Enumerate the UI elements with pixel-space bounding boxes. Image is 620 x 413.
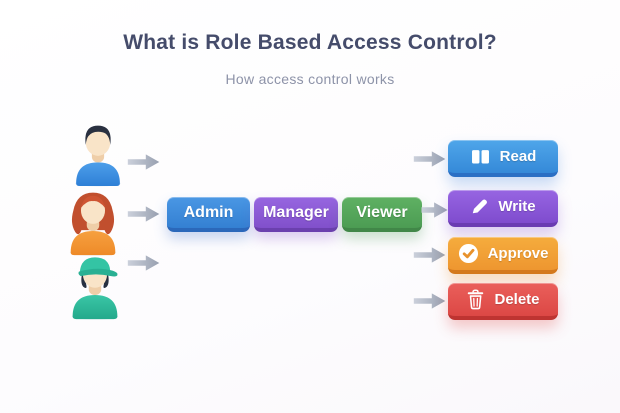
arrow-right-icon: [413, 292, 447, 315]
trash-icon: [466, 289, 485, 310]
role-button-viewer[interactable]: Viewer: [342, 197, 422, 232]
arrow-right-icon: [413, 150, 447, 173]
arrow-right-icon: [127, 254, 161, 277]
page-subtitle: How access control works: [225, 71, 395, 87]
role-button-manager[interactable]: Manager: [254, 197, 338, 232]
avatar-user-blue: [70, 122, 126, 192]
permission-label: Read: [499, 148, 537, 165]
avatar-user-orange: [64, 190, 122, 261]
role-label: Viewer: [356, 203, 408, 221]
role-label: Manager: [263, 203, 329, 221]
permission-button-approve[interactable]: Approve: [448, 237, 558, 274]
permission-label: Write: [498, 198, 536, 215]
arrow-right-icon: [413, 246, 447, 269]
permission-button-read[interactable]: Read: [448, 140, 558, 177]
person-icon: [69, 192, 117, 256]
arrow-right-icon: [127, 153, 161, 176]
pencil-icon: [470, 197, 489, 216]
arrow-right-icon: [127, 205, 161, 228]
permission-button-write[interactable]: Write: [448, 190, 558, 227]
check-circle-icon: [458, 243, 479, 264]
person-icon: [71, 257, 119, 320]
page-title: What is Role Based Access Control?: [123, 31, 497, 54]
open-book-icon: [470, 148, 491, 166]
avatar-user-teal: [66, 252, 124, 325]
role-label: Admin: [183, 203, 234, 221]
permission-label: Delete: [494, 291, 540, 308]
arrow-right-icon: [421, 201, 449, 224]
permission-label: Approve: [487, 245, 549, 262]
permission-button-delete[interactable]: Delete: [448, 283, 558, 320]
role-button-admin[interactable]: Admin: [167, 197, 250, 232]
person-icon: [75, 125, 121, 187]
